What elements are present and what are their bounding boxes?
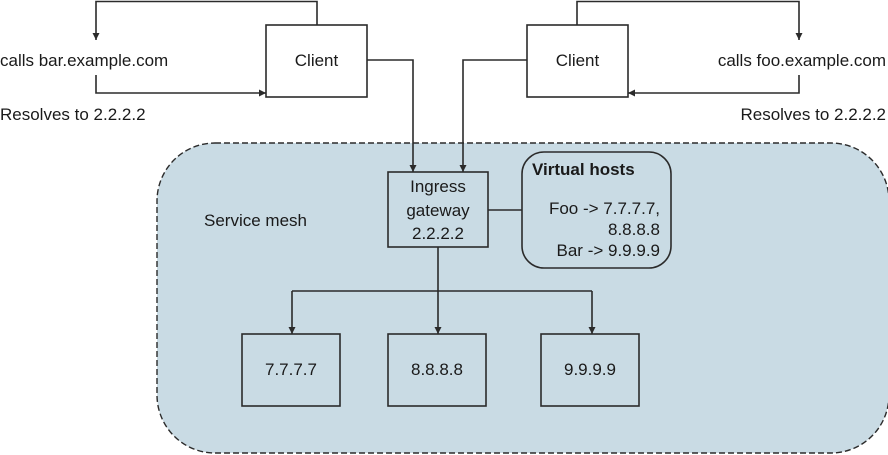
right-call-label: calls foo.example.com xyxy=(718,51,886,70)
right-client-box xyxy=(526,24,629,98)
service-mesh-label: Service mesh xyxy=(204,211,307,230)
right-client-to-gateway-arrow xyxy=(459,59,527,172)
right-client-label: Client xyxy=(556,51,600,70)
backend-box-3 xyxy=(540,333,640,407)
left-client-to-gateway-arrow xyxy=(367,59,417,172)
right-resolve-label: Resolves to 2.2.2.2 xyxy=(740,105,886,124)
virtual-hosts-line-3: Bar -> 9.9.9.9 xyxy=(557,241,660,260)
ingress-gateway-box xyxy=(387,171,489,248)
backend-label-2: 8.8.8.8 xyxy=(411,360,463,379)
left-client-box xyxy=(265,24,368,98)
virtual-hosts-title: Virtual hosts xyxy=(532,160,635,179)
backend-label-1: 7.7.7.7 xyxy=(265,360,317,379)
left-resolve-label: Resolves to 2.2.2.2 xyxy=(0,105,146,124)
left-call-label: calls bar.example.com xyxy=(0,51,168,70)
backend-box-2 xyxy=(387,333,487,407)
gateway-line-3: 2.2.2.2 xyxy=(412,224,464,243)
gateway-line-2: gateway xyxy=(406,201,470,220)
gateway-line-1: Ingress xyxy=(410,177,466,196)
backend-box-1 xyxy=(241,333,341,407)
left-client-label: Client xyxy=(295,51,339,70)
right-call-arrow xyxy=(576,0,803,40)
virtual-hosts-box xyxy=(521,151,672,269)
virtual-hosts-line-2: 8.8.8.8 xyxy=(608,220,660,239)
left-resolve-arrow xyxy=(95,75,266,97)
virtual-hosts-line-1: Foo -> 7.7.7.7, xyxy=(549,199,660,218)
left-call-arrow xyxy=(92,0,318,40)
backend-label-3: 9.9.9.9 xyxy=(564,360,616,379)
right-resolve-arrow xyxy=(628,75,800,97)
